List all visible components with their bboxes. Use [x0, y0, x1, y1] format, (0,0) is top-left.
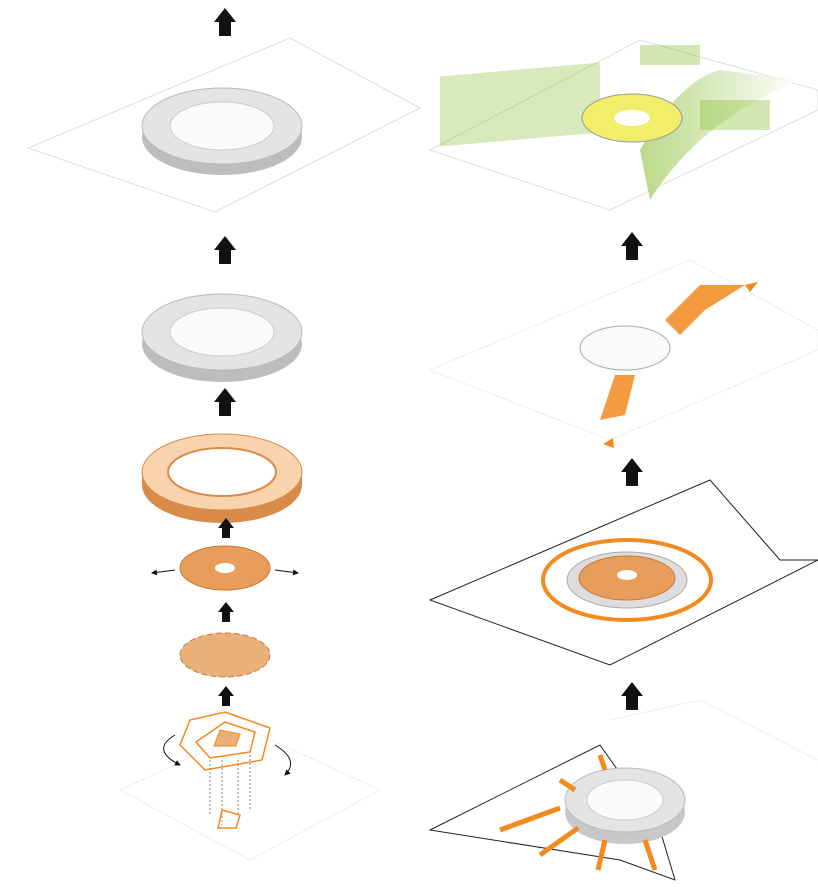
orange-ring [141, 433, 303, 523]
up-arrow-icon [621, 682, 643, 710]
rotating-geometry [118, 711, 382, 861]
up-arrow-icon [214, 236, 236, 264]
landscape-final [428, 39, 818, 211]
roof-disc [141, 293, 303, 382]
landscape-crack [428, 259, 818, 448]
landscape-ring [428, 479, 818, 666]
up-arrow-icon [218, 602, 234, 622]
up-arrow-icon [621, 232, 643, 260]
expanding-tiles [151, 545, 299, 591]
up-arrow-icon [621, 458, 643, 486]
site-plane-final [26, 37, 422, 213]
landscape-base [428, 699, 818, 881]
up-arrow-icon [214, 388, 236, 416]
tile-pattern [179, 632, 271, 678]
up-arrow-icon [218, 518, 234, 538]
up-arrow-icon [218, 686, 234, 706]
up-arrow-icon [214, 8, 236, 36]
